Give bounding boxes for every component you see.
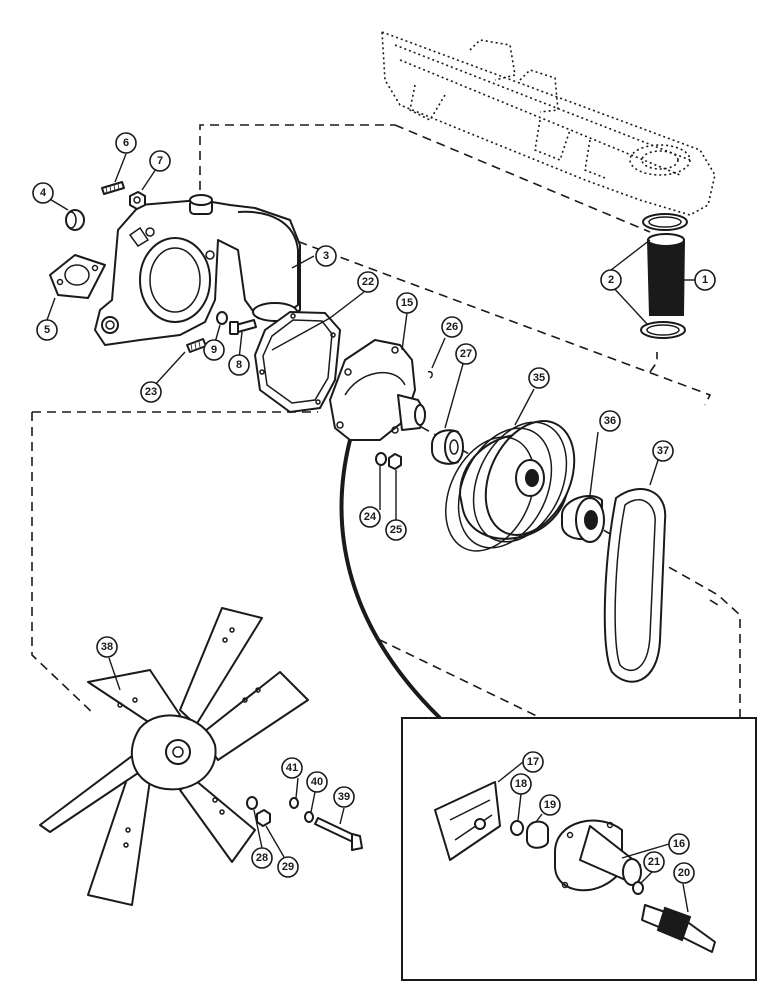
callout-29: 29 xyxy=(277,856,299,878)
inset-seal-washers xyxy=(510,820,549,849)
callout-38: 38 xyxy=(96,636,118,658)
callout-16: 16 xyxy=(668,833,690,855)
callout-28-label: 28 xyxy=(256,852,268,864)
callout-40: 40 xyxy=(306,771,328,793)
callout-7: 7 xyxy=(149,150,171,172)
inset-pump-body xyxy=(554,819,642,892)
inset-shaft-bearing xyxy=(641,904,716,953)
callout-36-label: 36 xyxy=(604,415,616,427)
callout-8: 8 xyxy=(228,354,250,376)
pump-hub xyxy=(431,429,464,465)
callout-26: 26 xyxy=(441,316,463,338)
callout-38-label: 38 xyxy=(101,641,113,653)
fan-fasteners xyxy=(246,796,363,851)
callout-37: 37 xyxy=(652,440,674,462)
callout-35: 35 xyxy=(528,367,550,389)
callout-9-label: 9 xyxy=(211,344,217,356)
callout-28: 28 xyxy=(251,847,273,869)
housing-gasket xyxy=(49,254,106,299)
callout-22: 22 xyxy=(357,271,379,293)
callout-21-label: 21 xyxy=(648,856,660,868)
callout-40-label: 40 xyxy=(311,776,323,788)
callout-4: 4 xyxy=(32,182,54,204)
callout-21: 21 xyxy=(643,851,665,873)
engine-manifold-outline xyxy=(381,30,716,216)
callout-24-label: 24 xyxy=(364,511,377,523)
callout-4-label: 4 xyxy=(40,187,47,199)
callout-41-label: 41 xyxy=(286,762,298,774)
callout-23: 23 xyxy=(140,381,162,403)
callout-39-label: 39 xyxy=(338,791,350,803)
callout-27-label: 27 xyxy=(460,348,472,360)
callout-20: 20 xyxy=(673,862,695,884)
callout-6: 6 xyxy=(115,132,137,154)
callout-7-label: 7 xyxy=(157,155,163,167)
callout-5-label: 5 xyxy=(44,324,50,336)
pump-washer-and-nut xyxy=(375,452,402,470)
cooling-fan xyxy=(39,607,309,906)
callout-16-label: 16 xyxy=(673,838,685,850)
callout-39: 39 xyxy=(333,786,355,808)
callout-19-label: 19 xyxy=(544,799,556,811)
pump-gasket xyxy=(254,311,341,413)
callout-19: 19 xyxy=(539,794,561,816)
callout-2: 2 xyxy=(600,269,622,291)
callout-6-label: 6 xyxy=(123,137,129,149)
callout-18: 18 xyxy=(510,773,532,795)
callout-1: 1 xyxy=(694,269,716,291)
callout-17: 17 xyxy=(522,751,544,773)
water-pump-housing xyxy=(94,194,301,346)
callout-27: 27 xyxy=(455,343,477,365)
callout-25: 25 xyxy=(385,519,407,541)
callout-36: 36 xyxy=(599,410,621,432)
callout-25-label: 25 xyxy=(390,524,402,536)
callout-35-label: 35 xyxy=(533,372,545,384)
callout-22-label: 22 xyxy=(362,276,374,288)
callout-2-label: 2 xyxy=(608,274,614,286)
callout-24: 24 xyxy=(359,506,381,528)
stud-and-nut xyxy=(101,181,146,210)
callout-3-label: 3 xyxy=(323,250,329,262)
callout-1-label: 1 xyxy=(702,274,708,286)
callout-18-label: 18 xyxy=(515,778,527,790)
callout-29-label: 29 xyxy=(282,861,294,873)
callout-15-label: 15 xyxy=(401,297,413,309)
inset-impeller xyxy=(434,781,501,861)
callout-8-label: 8 xyxy=(236,359,242,371)
callout-15: 15 xyxy=(396,292,418,314)
pulley-spacer xyxy=(561,495,605,543)
callout-37-label: 37 xyxy=(657,445,669,457)
callout-9: 9 xyxy=(203,339,225,361)
expansion-plug xyxy=(65,209,85,231)
inset-connector-line xyxy=(339,439,442,720)
inset-small-washer xyxy=(632,881,644,895)
pump-key xyxy=(427,370,433,379)
fan-belt xyxy=(603,488,667,683)
callout-23-label: 23 xyxy=(145,386,157,398)
callout-26-label: 26 xyxy=(446,321,458,333)
callout-41: 41 xyxy=(281,757,303,779)
callout-5: 5 xyxy=(36,319,58,341)
water-pump-assembly xyxy=(329,339,426,441)
callout-17-label: 17 xyxy=(527,756,539,768)
callout-20-label: 20 xyxy=(678,867,690,879)
drive-pulley xyxy=(445,420,576,552)
callout-3: 3 xyxy=(315,245,337,267)
hose-and-clamps xyxy=(640,213,688,339)
